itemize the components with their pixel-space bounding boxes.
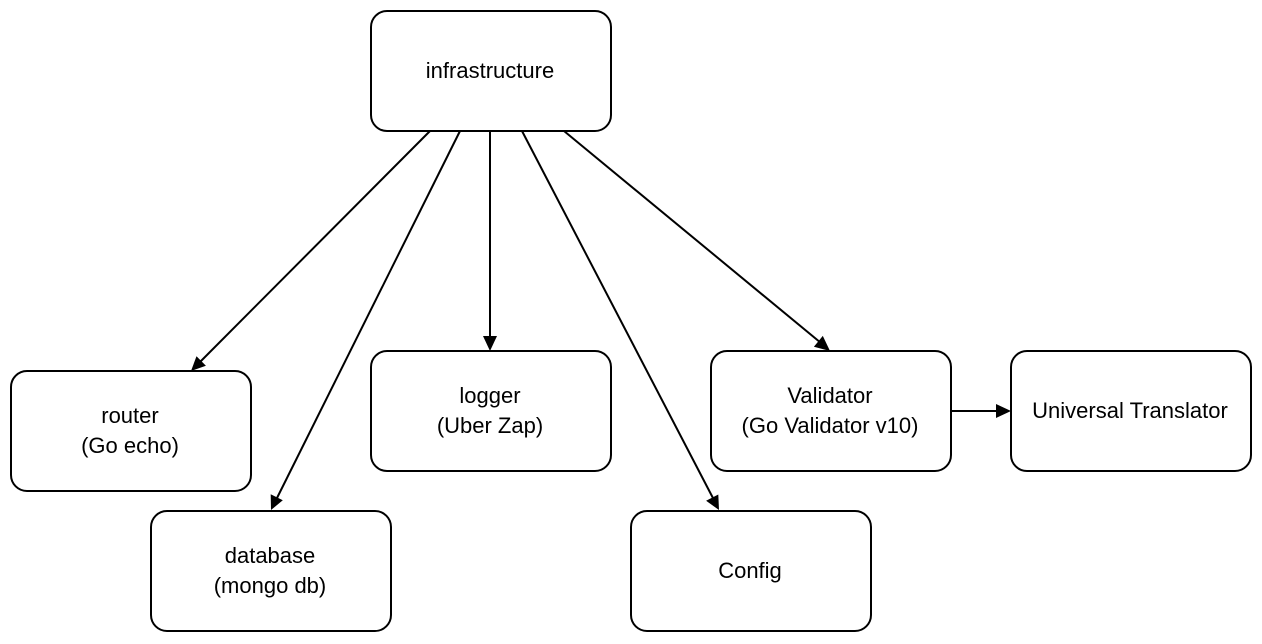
- node-logger-label: logger: [459, 383, 520, 408]
- arrowhead-logger: [483, 336, 497, 351]
- edges: [191, 130, 1011, 510]
- node-config-label: Config: [718, 558, 782, 583]
- node-validator-label: Validator: [787, 383, 872, 408]
- node-validator[interactable]: Validator (Go Validator v10): [710, 350, 952, 472]
- node-database[interactable]: database (mongo db): [150, 510, 392, 632]
- arrowhead-database: [270, 494, 283, 510]
- arrowhead-config: [706, 494, 719, 510]
- edge-infrastructure-database: [275, 130, 461, 501]
- edge-infrastructure-validator: [563, 130, 822, 344]
- node-router-label: router: [101, 403, 158, 428]
- node-infrastructure[interactable]: infrastructure: [370, 10, 612, 132]
- node-validator-sublabel: (Go Validator v10): [742, 413, 919, 438]
- node-logger[interactable]: logger (Uber Zap): [370, 350, 612, 472]
- node-universal-translator[interactable]: Universal Translator: [1010, 350, 1252, 472]
- arrowhead-router: [191, 356, 206, 371]
- edge-infrastructure-config: [521, 130, 715, 501]
- node-universal-translator-label: Universal Translator: [1032, 398, 1228, 423]
- arrowhead-translator: [996, 404, 1011, 418]
- node-database-label: database: [225, 543, 316, 568]
- node-logger-sublabel: (Uber Zap): [437, 413, 543, 438]
- node-infrastructure-label: infrastructure: [426, 58, 554, 83]
- edge-infrastructure-router: [198, 130, 431, 364]
- node-database-sublabel: (mongo db): [214, 573, 327, 598]
- node-router-sublabel: (Go echo): [81, 433, 179, 458]
- arrowhead-validator: [813, 335, 830, 351]
- node-config[interactable]: Config: [630, 510, 872, 632]
- node-router[interactable]: router (Go echo): [10, 370, 252, 492]
